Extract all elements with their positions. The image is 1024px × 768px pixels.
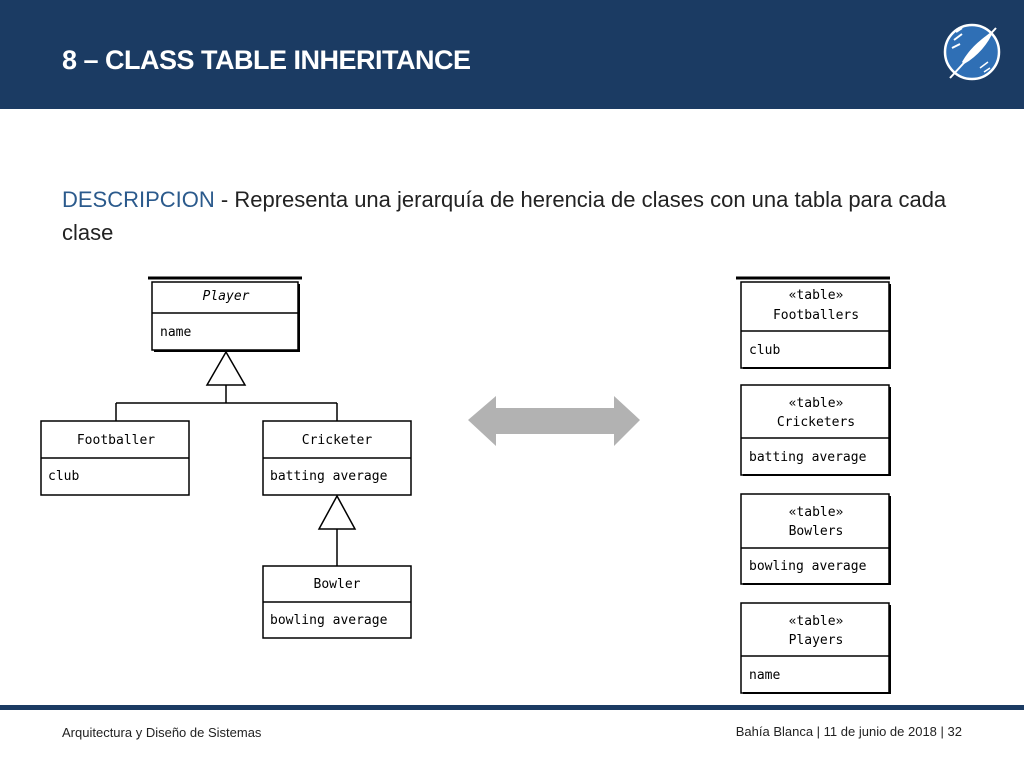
table-stereotype: «table» — [789, 288, 844, 303]
column-bowling-average: bowling average — [749, 559, 867, 574]
column-name: name — [749, 668, 780, 683]
class-name-player: Player — [203, 289, 250, 304]
generalization-arrow — [317, 494, 357, 566]
slide-title: 8 – CLASS TABLE INHERITANCE — [62, 45, 471, 75]
course-name: Arquitectura y Diseño de Sistemas — [62, 725, 262, 740]
table-bowlers: «table» Bowlers bowling average — [740, 493, 891, 585]
attribute-bowling-average: bowling average — [270, 613, 388, 628]
class-bowler: Bowler bowling average — [262, 565, 412, 639]
description-keyword: DESCRIPCION — [62, 187, 215, 212]
table-box — [740, 493, 890, 585]
class-name-cricketer: Cricketer — [302, 433, 373, 448]
table-stereotype: «table» — [789, 505, 844, 520]
table-stereotype: «table» — [789, 614, 844, 629]
generalization-arrow — [115, 350, 338, 421]
page-number: 32 — [947, 724, 962, 739]
class-name-bowler: Bowler — [314, 577, 361, 592]
footer-location-date: Bahía Blanca | 11 de junio de 2018 | 32 — [736, 724, 962, 739]
column-club: club — [749, 343, 780, 358]
class-player: Player name — [148, 276, 302, 352]
table-name-cricketers: Cricketers — [777, 415, 855, 430]
generalization-triangle — [317, 494, 357, 530]
table-box — [740, 281, 890, 369]
table-box — [740, 384, 890, 476]
table-name-footballers: Footballers — [773, 308, 859, 323]
double-arrow-icon — [468, 396, 640, 446]
footer-bar — [0, 705, 1024, 710]
description-text: - Representa una jerarquía de herencia d… — [62, 187, 947, 245]
description-paragraph: DESCRIPCION - Representa una jerarquía d… — [62, 183, 962, 249]
attribute-batting-average: batting average — [270, 469, 388, 484]
table-stereotype: «table» — [789, 396, 844, 411]
table-name-bowlers: Bowlers — [789, 524, 844, 539]
inheritance-diagram: Player name Footballer club Cricketer ba… — [40, 276, 891, 694]
generalization-triangle — [205, 350, 247, 386]
university-logo-icon — [943, 23, 1001, 81]
header-bar: 8 – CLASS TABLE INHERITANCE — [0, 0, 1024, 109]
class-cricketer: Cricketer batting average — [262, 420, 412, 496]
attribute-club: club — [48, 469, 79, 484]
column-batting-average: batting average — [749, 450, 867, 465]
attribute-name: name — [160, 325, 191, 340]
table-players: «table» Players name — [740, 602, 891, 694]
table-cricketers: «table» Cricketers batting average — [740, 384, 891, 476]
table-footballers: «table» Footballers club — [736, 276, 891, 369]
location-date: Bahía Blanca | 11 de junio de 2018 | — [735, 724, 948, 739]
table-name-players: Players — [789, 633, 844, 648]
class-name-footballer: Footballer — [77, 433, 155, 448]
class-footballer: Footballer club — [40, 420, 190, 496]
